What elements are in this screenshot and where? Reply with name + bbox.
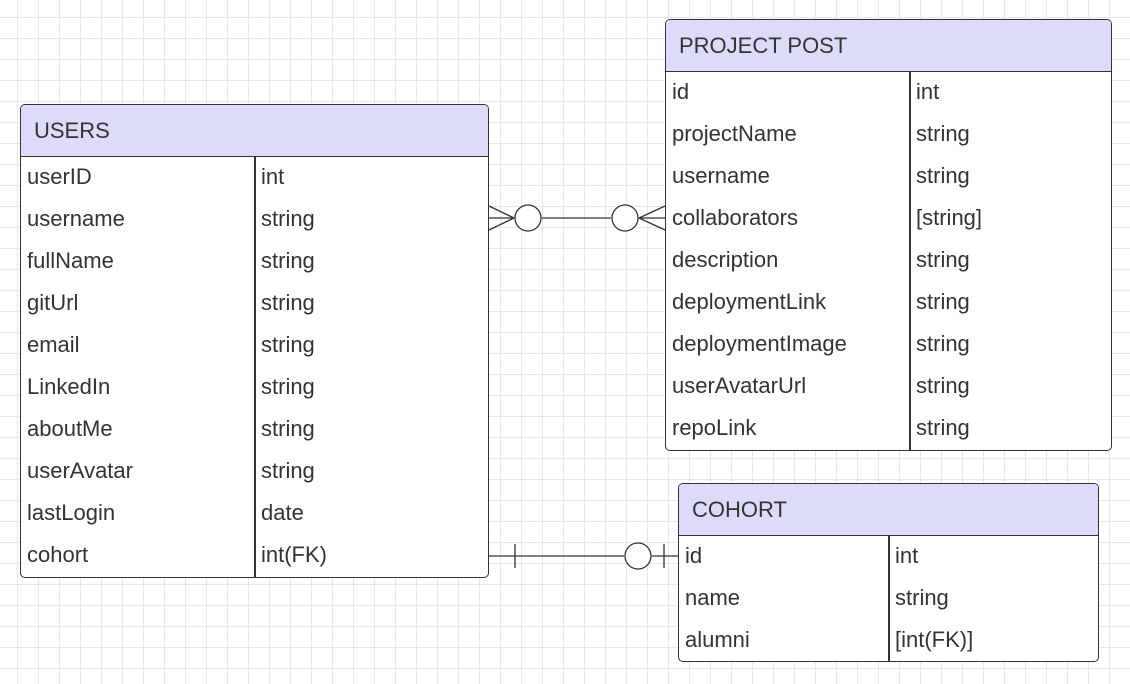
entity-cohort-title: COHORT [679, 484, 1098, 536]
column-divider [888, 536, 890, 661]
field-row[interactable]: LinkedIn string [21, 367, 488, 409]
field-name: deploymentLink [672, 289, 827, 314]
field-row[interactable]: id int [679, 536, 1098, 578]
field-name: repoLink [672, 415, 757, 440]
field-row[interactable]: deploymentImage string [666, 324, 1111, 366]
field-type: string [916, 331, 970, 356]
field-name: lastLogin [27, 500, 116, 525]
cardinality-zero-or-one [624, 542, 678, 570]
field-row[interactable]: alumni [int(FK)] [679, 620, 1098, 661]
field-name: id [685, 543, 703, 568]
field-name: username [672, 163, 770, 188]
field-row[interactable]: email string [21, 325, 488, 367]
field-type: int [261, 164, 285, 189]
entity-project-post-title: PROJECT POST [666, 20, 1111, 72]
field-type: string [916, 373, 970, 398]
entity-users-title: USERS [21, 105, 488, 157]
field-type: string [261, 290, 315, 315]
field-row[interactable]: collaborators [string] [666, 198, 1111, 240]
field-type: string [261, 332, 315, 357]
column-divider [909, 72, 911, 450]
field-type: string [916, 289, 970, 314]
field-type: int(FK) [261, 542, 327, 567]
crowfoot-zero-or-many-left [488, 204, 542, 232]
entity-cohort[interactable]: COHORT id int name string alumni [int(FK)] [678, 483, 1099, 662]
field-row[interactable]: username string [21, 199, 488, 241]
field-row[interactable]: aboutMe string [21, 409, 488, 451]
field-name: name [685, 585, 741, 610]
field-row[interactable]: gitUrl string [21, 283, 488, 325]
field-type: int [895, 543, 919, 568]
field-row[interactable]: id int [666, 72, 1111, 114]
field-name: aboutMe [27, 416, 113, 441]
field-name: deploymentImage [672, 331, 847, 356]
field-row[interactable]: description string [666, 240, 1111, 282]
relationship-users-project-post[interactable] [488, 204, 666, 232]
field-row[interactable]: name string [679, 578, 1098, 620]
field-name: fullName [27, 248, 114, 273]
field-name: userAvatarUrl [672, 373, 807, 398]
entity-project-post[interactable]: PROJECT POST id int projectName string use… [665, 19, 1112, 451]
field-name: gitUrl [27, 290, 79, 315]
entity-project-post-fields: id int projectName string username string c… [666, 72, 1111, 450]
field-type: string [916, 415, 970, 440]
field-type: [string] [916, 205, 983, 230]
field-type: [int(FK)] [895, 627, 974, 652]
field-type: string [895, 585, 949, 610]
field-row[interactable]: userID int [21, 157, 488, 199]
field-name: userID [27, 164, 92, 189]
field-name: description [672, 247, 779, 272]
field-name: cohort [27, 542, 89, 567]
field-row[interactable]: deploymentLink string [666, 282, 1111, 324]
field-name: collaborators [672, 205, 798, 230]
field-row[interactable]: fullName string [21, 241, 488, 283]
field-row[interactable]: userAvatar string [21, 451, 488, 493]
field-row[interactable]: cohort int(FK) [21, 535, 488, 577]
entity-users[interactable]: USERS userID int username string fullName s… [20, 104, 489, 578]
field-name: userAvatar [27, 458, 133, 483]
field-type: string [261, 248, 315, 273]
crowfoot-zero-or-many-right [611, 204, 666, 232]
relationship-users-cohort[interactable] [489, 542, 678, 570]
field-type: string [261, 416, 315, 441]
entity-cohort-fields: id int name string alumni [int(FK)] [679, 536, 1098, 661]
field-name: email [27, 332, 80, 357]
field-name: username [27, 206, 125, 231]
field-row[interactable]: repoLink string [666, 408, 1111, 450]
field-type: int [916, 79, 940, 104]
field-row[interactable]: username string [666, 156, 1111, 198]
field-type: string [261, 458, 315, 483]
field-type: string [261, 206, 315, 231]
field-type: string [261, 374, 315, 399]
field-row[interactable]: projectName string [666, 114, 1111, 156]
field-name: alumni [685, 627, 750, 652]
column-divider [254, 157, 256, 577]
field-row[interactable]: lastLogin date [21, 493, 488, 535]
field-type: string [916, 247, 970, 272]
field-type: string [916, 121, 970, 146]
field-row[interactable]: userAvatarUrl string [666, 366, 1111, 408]
field-type: string [916, 163, 970, 188]
field-type: date [261, 500, 304, 525]
field-name: projectName [672, 121, 797, 146]
field-name: id [672, 79, 690, 104]
field-name: LinkedIn [27, 374, 111, 399]
